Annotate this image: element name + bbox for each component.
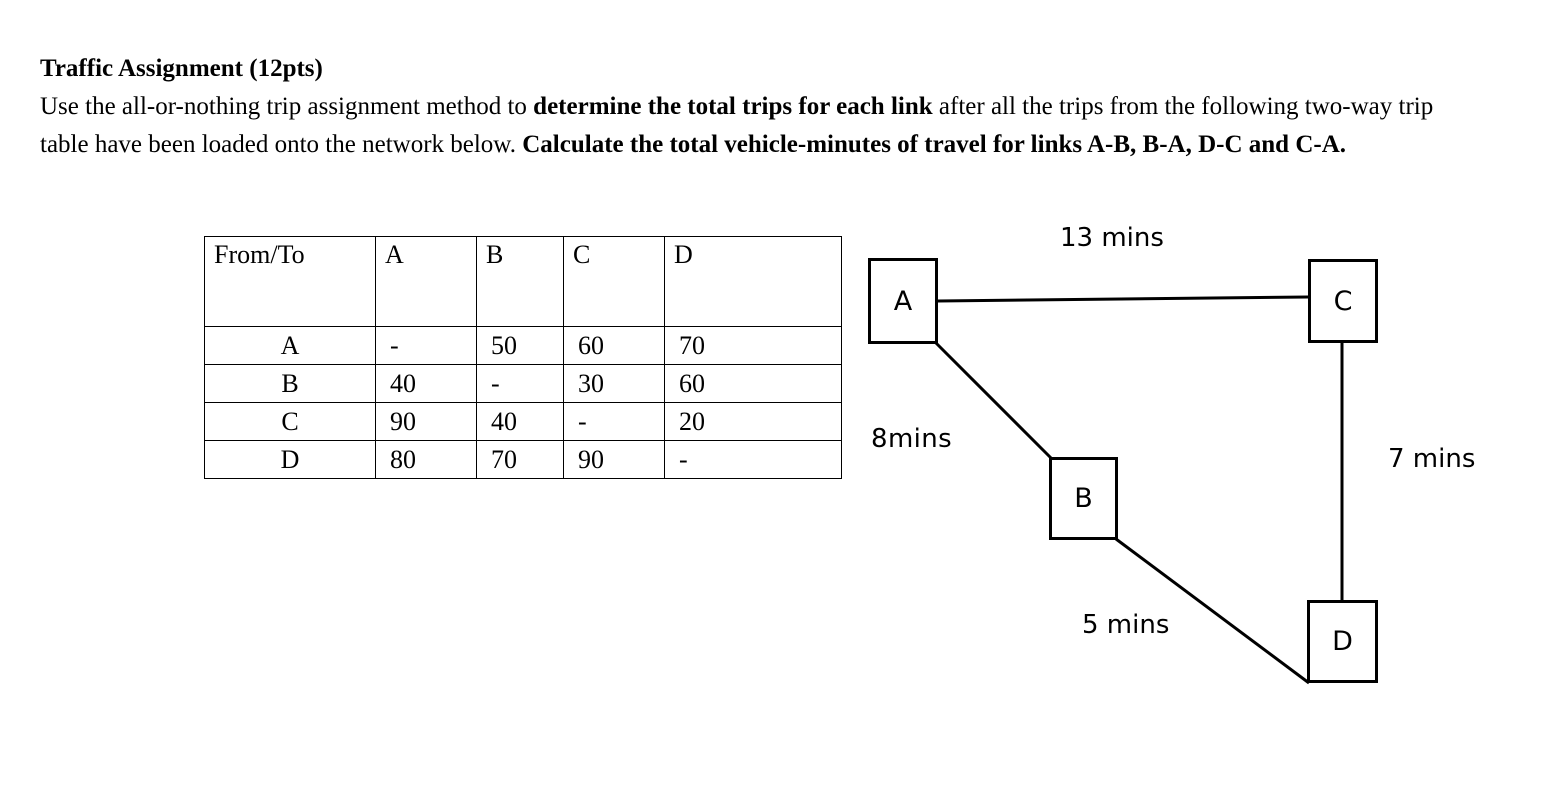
network-node-a-label: A — [893, 285, 913, 317]
row-label-c: C — [204, 402, 376, 441]
cell-a-a: - — [375, 326, 477, 365]
trip-table-container: From/To A B C D A - 50 60 70 B 40 - 30 6… — [204, 236, 842, 479]
header-cell-d: D — [664, 236, 842, 327]
cell-b-a: 40 — [375, 364, 477, 403]
header-cell-a: A — [375, 236, 477, 327]
question-prompt: Traffic Assignment (12pts) Use the all-o… — [40, 50, 1460, 164]
edge-label-b-d: 5 mins — [1082, 610, 1170, 640]
page-title: Traffic Assignment (12pts) — [40, 55, 323, 82]
header-cell-b: B — [476, 236, 564, 327]
network-node-b-label: B — [1074, 483, 1093, 514]
prompt-emphasis-2: Calculate the total vehicle-minutes of t… — [522, 131, 1347, 158]
network-node-d-label: D — [1332, 626, 1353, 657]
table-row: B 40 - 30 60 — [204, 364, 842, 403]
table-row: C 90 40 - 20 — [204, 402, 842, 441]
cell-a-d: 70 — [664, 326, 842, 365]
cell-b-d: 60 — [664, 364, 842, 403]
prompt-text-part-1: Use the all-or-nothing trip assignment m… — [40, 93, 534, 120]
cell-c-d: 20 — [664, 402, 842, 441]
trip-table: From/To A B C D A - 50 60 70 B 40 - 30 6… — [204, 236, 842, 479]
network-node-b[interactable]: B — [1049, 457, 1118, 540]
network-node-c-label: C — [1333, 285, 1353, 317]
cell-d-c: 90 — [563, 440, 665, 479]
cell-d-b: 70 — [476, 440, 564, 479]
cell-b-b: - — [476, 364, 564, 403]
cell-a-b: 50 — [476, 326, 564, 365]
table-header-row: From/To A B C D — [204, 236, 842, 327]
table-row: A - 50 60 70 — [204, 326, 842, 365]
table-row: D 80 70 90 - — [204, 440, 842, 479]
header-cell-c: C — [563, 236, 665, 327]
network-node-c[interactable]: C — [1308, 259, 1378, 343]
network-node-d[interactable]: D — [1307, 600, 1378, 683]
cell-d-d: - — [664, 440, 842, 479]
cell-c-a: 90 — [375, 402, 477, 441]
edge-a-c — [937, 295, 1309, 303]
row-label-a: A — [204, 326, 376, 365]
network-node-a[interactable]: A — [868, 258, 938, 344]
row-label-b: B — [204, 364, 376, 403]
cell-c-c: - — [563, 402, 665, 441]
question-body: Use the all-or-nothing trip assignment m… — [40, 88, 1460, 164]
edge-label-a-b: 8mins — [871, 424, 953, 454]
cell-a-c: 60 — [563, 326, 665, 365]
edge-label-c-d: 7 mins — [1388, 444, 1476, 474]
edge-label-a-c: 13 mins — [1060, 223, 1164, 253]
cell-d-a: 80 — [375, 440, 477, 479]
header-cell-from-to: From/To — [204, 236, 376, 327]
row-label-d: D — [204, 440, 376, 479]
cell-c-b: 40 — [476, 402, 564, 441]
cell-b-c: 30 — [563, 364, 665, 403]
edge-a-b — [934, 341, 1053, 460]
prompt-emphasis-1: determine the total trips for each link — [533, 93, 933, 120]
prompt-text-part-2: after all the trips from the following t… — [40, 93, 1434, 158]
